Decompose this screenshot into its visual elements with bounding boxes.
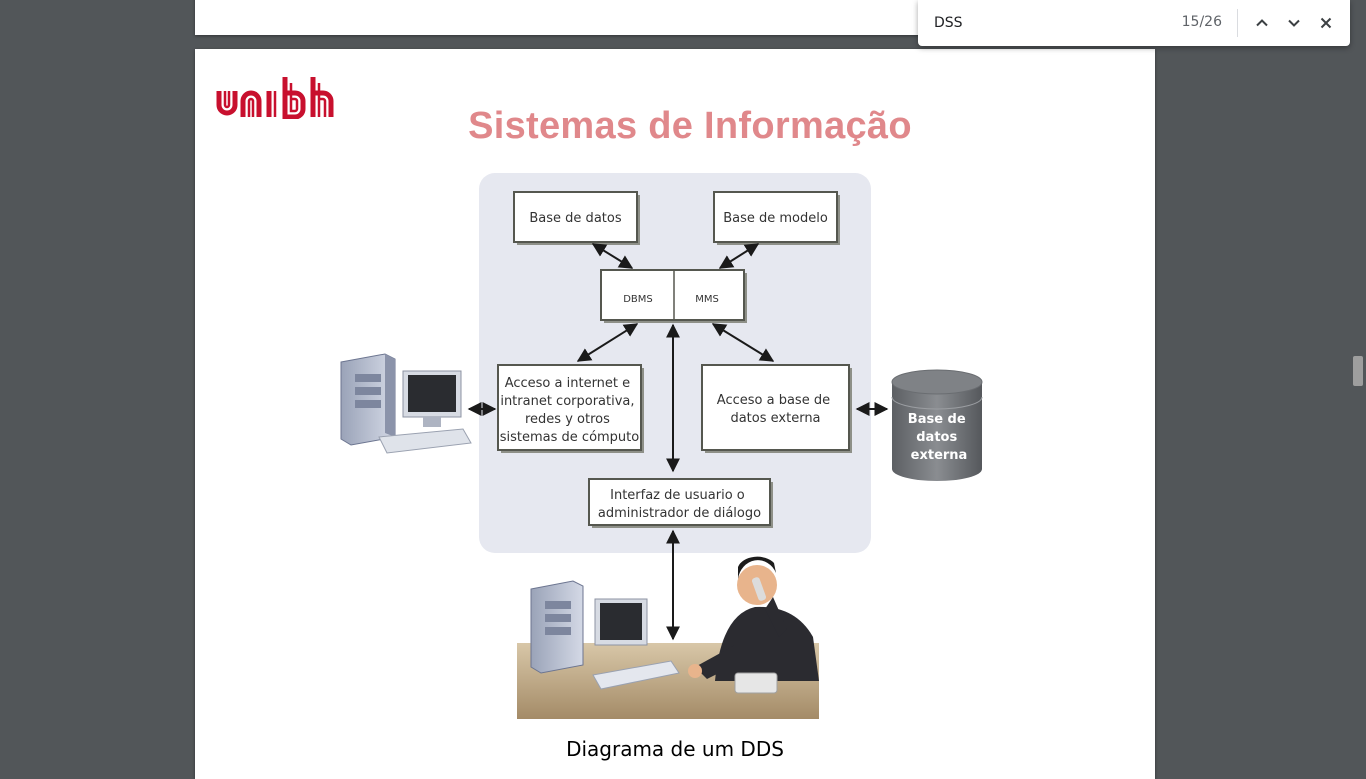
- label-base-externa-2: datos: [916, 430, 957, 445]
- find-input[interactable]: [930, 10, 1178, 36]
- computer-icon: [340, 353, 472, 454]
- scrollbar-thumb[interactable]: [1353, 356, 1363, 386]
- label-acceso-internet-3: redes y otros: [525, 412, 610, 427]
- diagram-arrows: [467, 243, 889, 641]
- find-next-button[interactable]: [1278, 7, 1310, 39]
- slide-caption: Diagrama de um DDS: [566, 737, 784, 761]
- box-base-datos: Base de datos: [513, 191, 640, 245]
- label-interfaz-2: administrador de diálogo: [598, 506, 761, 521]
- box-acceso-externa: Acceso a base de datos externa: [701, 364, 852, 453]
- find-previous-button[interactable]: [1246, 7, 1278, 39]
- label-base-externa-1: Base de: [908, 412, 966, 427]
- label-interfaz-1: Interfaz de usuario o: [610, 488, 745, 503]
- label-acceso-externa-1: Acceso a base de: [717, 393, 830, 408]
- box-interfaz: Interfaz de usuario o administrador de d…: [588, 478, 773, 528]
- find-bar: 15/26: [918, 0, 1350, 46]
- find-match-count: 15/26: [1181, 14, 1222, 30]
- svg-text:Base de datos: Base de datos externa: [908, 412, 970, 463]
- svg-text:Interfaz de usuario o: Interfaz de usuario o administrador de d…: [598, 488, 761, 521]
- label-base-externa-3: externa: [911, 448, 968, 463]
- box-dbms-mms: DBMS MMS: [600, 269, 747, 323]
- document-page: Sistemas de Informação: [195, 49, 1155, 779]
- svg-text:Acceso a base de datos: Acceso a base de datos externa: [717, 393, 834, 426]
- chevron-up-icon: [1256, 19, 1268, 27]
- box-acceso-internet: Acceso a internet e intranet corporativa…: [497, 364, 644, 453]
- chevron-down-icon: [1288, 19, 1300, 27]
- label-dbms: DBMS: [623, 294, 653, 305]
- label-acceso-externa-2: datos externa: [730, 411, 820, 426]
- label-mms: MMS: [695, 294, 719, 305]
- user-at-desk-illustration: [517, 556, 819, 719]
- find-separator: [1237, 9, 1238, 37]
- box-base-modelo: Base de modelo: [713, 191, 840, 245]
- unibh-logo: [216, 77, 334, 119]
- find-close-button[interactable]: [1310, 7, 1342, 39]
- svg-text:Acceso a internet e in: Acceso a internet e intranet corporativa…: [500, 376, 640, 445]
- external-database-icon: Base de datos externa: [891, 369, 983, 481]
- close-icon: [1320, 17, 1332, 29]
- label-acceso-internet-2: intranet corporativa,: [500, 394, 634, 409]
- dss-diagram: Base de datos Base de modelo DBMS MMS Ac…: [340, 173, 983, 719]
- label-acceso-internet-1: Acceso a internet e: [505, 376, 630, 391]
- label-acceso-internet-4: sistemas de cómputo: [500, 430, 640, 445]
- slide-title: Sistemas de Informação: [468, 105, 912, 147]
- label-base-modelo: Base de modelo: [723, 211, 828, 226]
- label-base-datos: Base de datos: [529, 211, 621, 226]
